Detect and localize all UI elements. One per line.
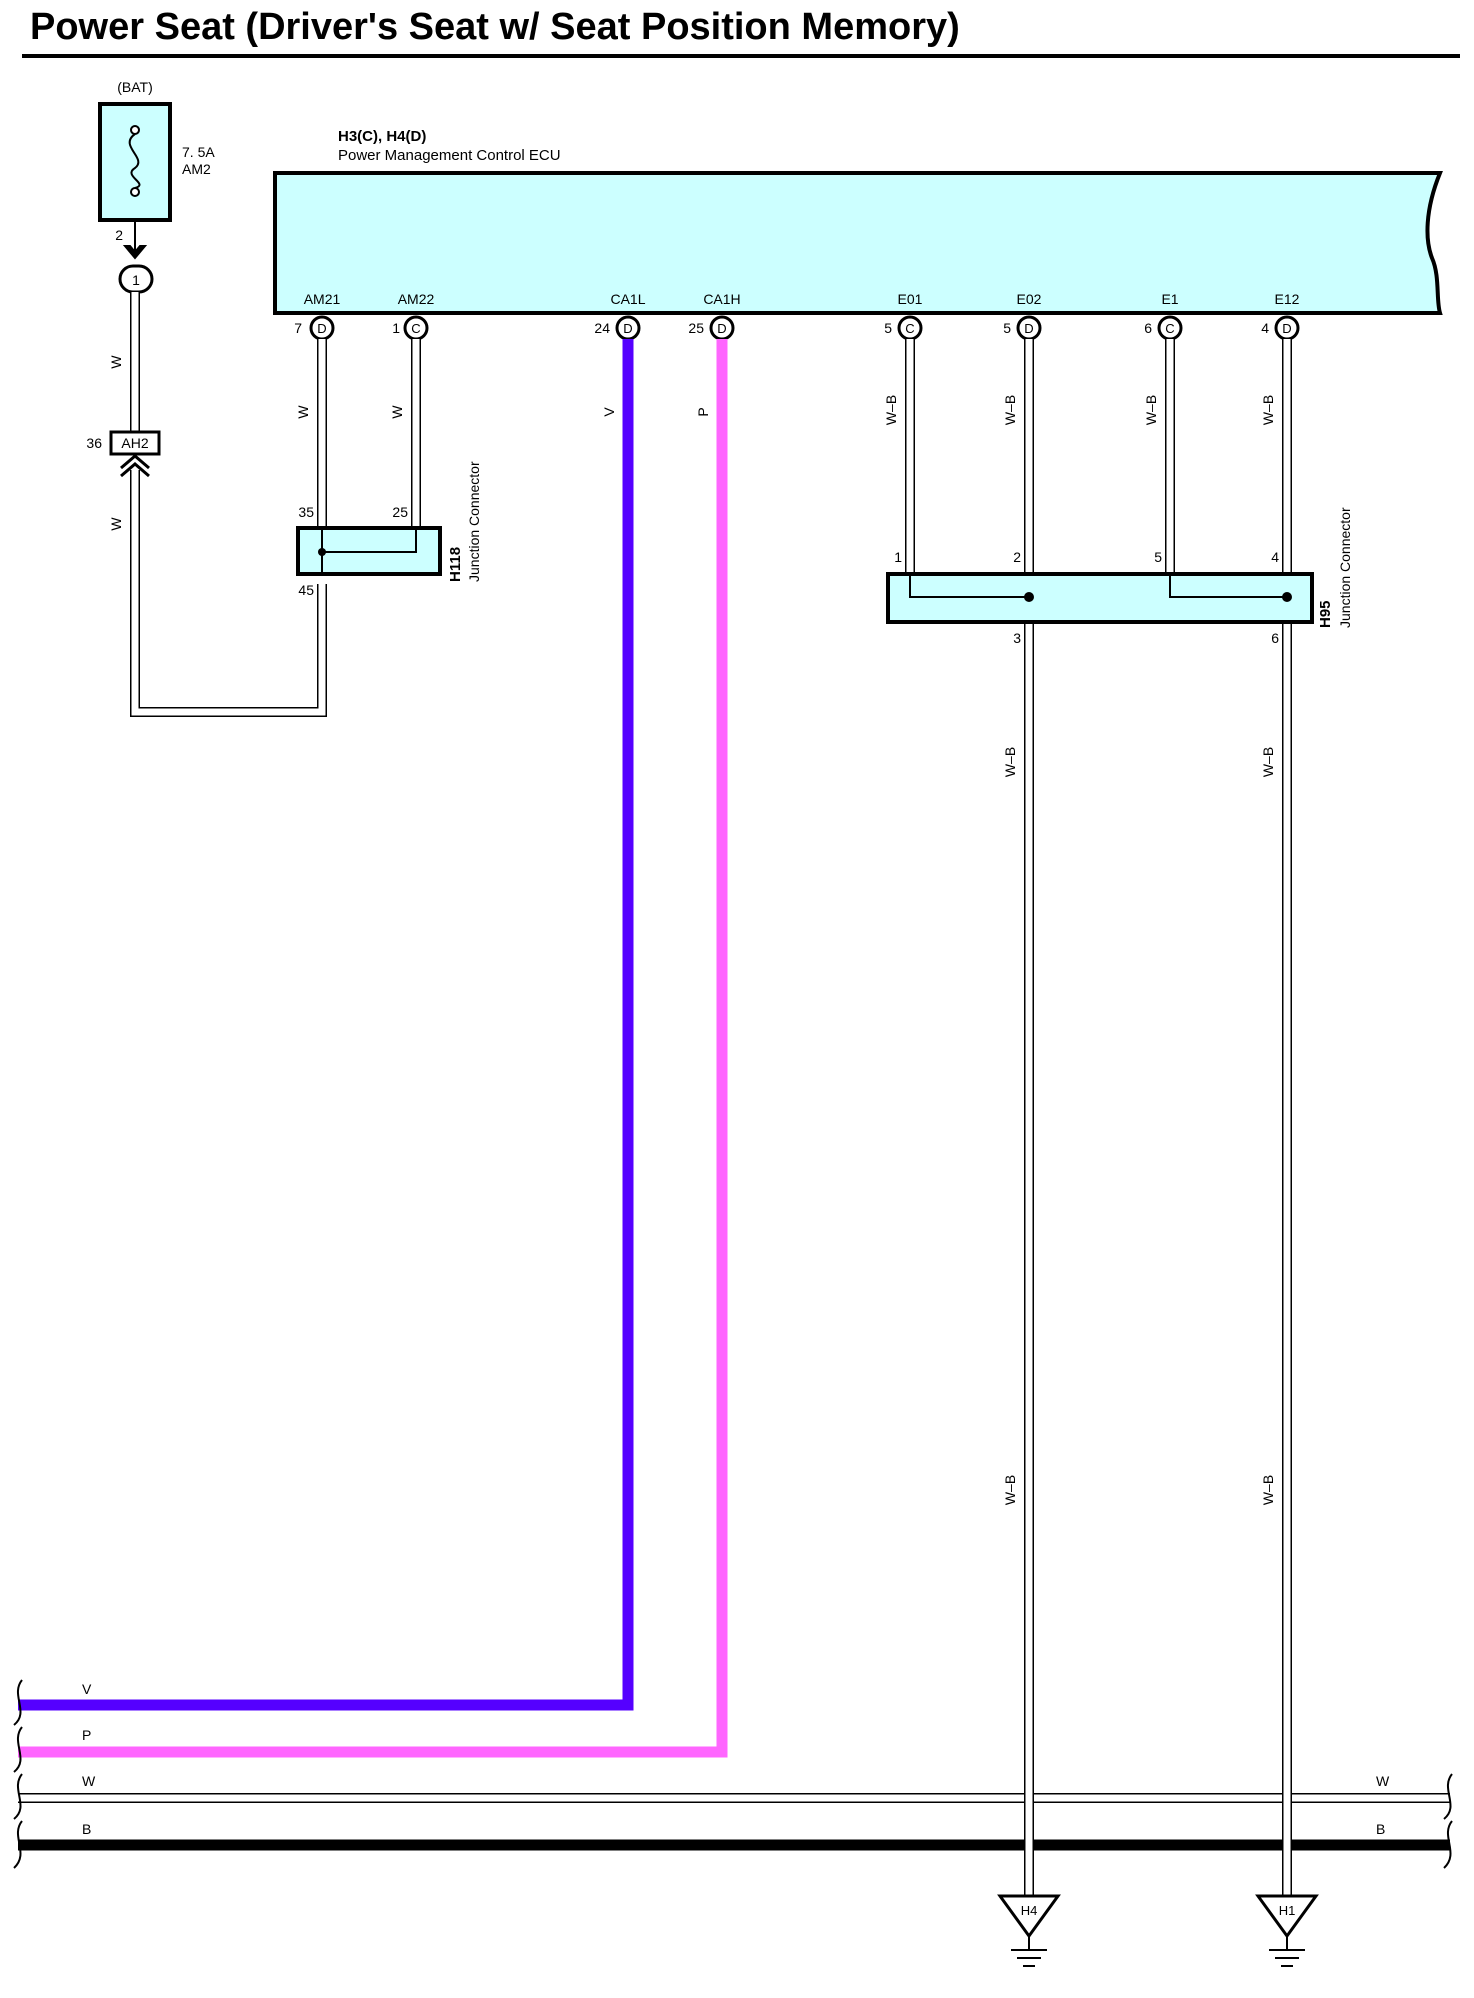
wire-color-label: W — [389, 405, 405, 419]
wire-color-label: W–B — [883, 395, 899, 425]
title-rule — [22, 54, 1460, 58]
svg-text:D: D — [623, 321, 632, 336]
page-title: Power Seat (Driver's Seat w/ Seat Positi… — [30, 6, 960, 48]
wire-color-label: W–B — [1260, 395, 1276, 425]
ecu-terminal-e01: E01 C 5 — [884, 291, 923, 341]
ecu-terminal-ca1h: CA1H D 25 — [688, 291, 741, 341]
ecu-name: Power Management Control ECU — [338, 147, 561, 164]
svg-text:7: 7 — [294, 320, 302, 336]
svg-text:25: 25 — [688, 320, 704, 336]
svg-text:CA1H: CA1H — [703, 291, 740, 307]
svg-text:AM21: AM21 — [304, 291, 341, 307]
wire-color-label: W–B — [1260, 1475, 1276, 1505]
h95-pin: 2 — [1013, 549, 1021, 565]
svg-text:C: C — [1165, 321, 1174, 336]
ground-icon — [997, 1894, 1061, 1967]
wire-color-label: W–B — [1002, 747, 1018, 777]
wire-color-label: W–B — [1143, 395, 1159, 425]
wire-color-label: P — [695, 407, 711, 416]
h95-code: H95 — [1317, 600, 1334, 628]
svg-text:CA1L: CA1L — [610, 291, 645, 307]
svg-text:C: C — [905, 321, 914, 336]
h95-pin: 6 — [1271, 630, 1279, 646]
svg-text:E12: E12 — [1275, 291, 1300, 307]
bus-label-p: P — [82, 1727, 91, 1743]
svg-text:4: 4 — [1261, 320, 1269, 336]
wire-break-right — [1443, 1773, 1453, 1869]
bus-label-v: V — [82, 1681, 92, 1697]
svg-text:D: D — [1282, 321, 1291, 336]
fuse-name: AM2 — [182, 161, 211, 177]
ah2-pin: 36 — [86, 435, 102, 451]
ground-label: H1 — [1279, 1903, 1296, 1918]
wire-color-label: W–B — [1002, 395, 1018, 425]
chevron-up-icon — [120, 454, 150, 478]
svg-text:D: D — [1024, 321, 1033, 336]
wire-ca1l-violet — [18, 339, 634, 1711]
wire-color-label: W–B — [1002, 1475, 1018, 1505]
ecu-code: H3(C), H4(D) — [338, 128, 426, 145]
wire-ca1h-pink — [18, 339, 728, 1758]
ground-icon — [1255, 1894, 1319, 1967]
svg-text:5: 5 — [1003, 320, 1011, 336]
h118-name: Junction Connector — [466, 461, 482, 582]
fuse-box — [98, 102, 172, 222]
ecu-terminal-am22: AM22 C 1 — [392, 291, 435, 341]
h95-pin: 5 — [1154, 549, 1162, 565]
bus-label-b-right: B — [1376, 1821, 1385, 1837]
h118-code: H118 — [447, 547, 464, 582]
ecu-terminal-am21: AM21 D 7 — [294, 291, 341, 341]
bus-label-w: W — [82, 1773, 96, 1789]
h95-pin: 4 — [1271, 549, 1279, 565]
wire-color-label: W — [108, 355, 124, 369]
fuse-icon — [128, 125, 141, 197]
h118-pin: 25 — [392, 504, 408, 520]
h95-pin: 3 — [1013, 630, 1021, 646]
wire-color-label: V — [601, 407, 617, 417]
svg-text:C: C — [411, 321, 420, 336]
svg-text:AM22: AM22 — [398, 291, 435, 307]
bus-label-b: B — [82, 1821, 91, 1837]
ecu-terminal-e12: E12 D 4 — [1261, 291, 1300, 341]
battery-label: (BAT) — [117, 79, 153, 95]
h95-pin: 1 — [894, 549, 902, 565]
fuse-pin: 2 — [115, 227, 123, 243]
bus-label-w-right: W — [1376, 1773, 1390, 1789]
svg-text:1: 1 — [392, 320, 400, 336]
svg-text:D: D — [317, 321, 326, 336]
battery-connector-pin: 1 — [132, 272, 140, 288]
connector-arrow-icon — [122, 245, 148, 260]
h118-pin: 35 — [298, 504, 314, 520]
wire-color-label: W–B — [1260, 747, 1276, 777]
svg-text:E02: E02 — [1017, 291, 1042, 307]
h95-name: Junction Connector — [1337, 507, 1353, 628]
ground-label: H4 — [1021, 1903, 1038, 1918]
svg-text:5: 5 — [884, 320, 892, 336]
wire-break-left — [13, 1679, 23, 1869]
ah2-name: AH2 — [121, 435, 148, 451]
svg-text:E01: E01 — [898, 291, 923, 307]
svg-text:6: 6 — [1144, 320, 1152, 336]
svg-text:D: D — [717, 321, 726, 336]
ecu-terminal-e02: E02 D 5 — [1003, 291, 1042, 341]
wire-color-label: W — [295, 405, 311, 419]
fuse-rating: 7. 5A — [182, 144, 215, 160]
h118-pin: 45 — [298, 582, 314, 598]
svg-text:E1: E1 — [1161, 291, 1178, 307]
svg-text:24: 24 — [594, 320, 610, 336]
ah2-connector — [109, 430, 161, 456]
wire-bat-to-h118 — [130, 292, 327, 717]
ecu-box — [273, 171, 1443, 315]
wire-color-label: W — [108, 517, 124, 531]
